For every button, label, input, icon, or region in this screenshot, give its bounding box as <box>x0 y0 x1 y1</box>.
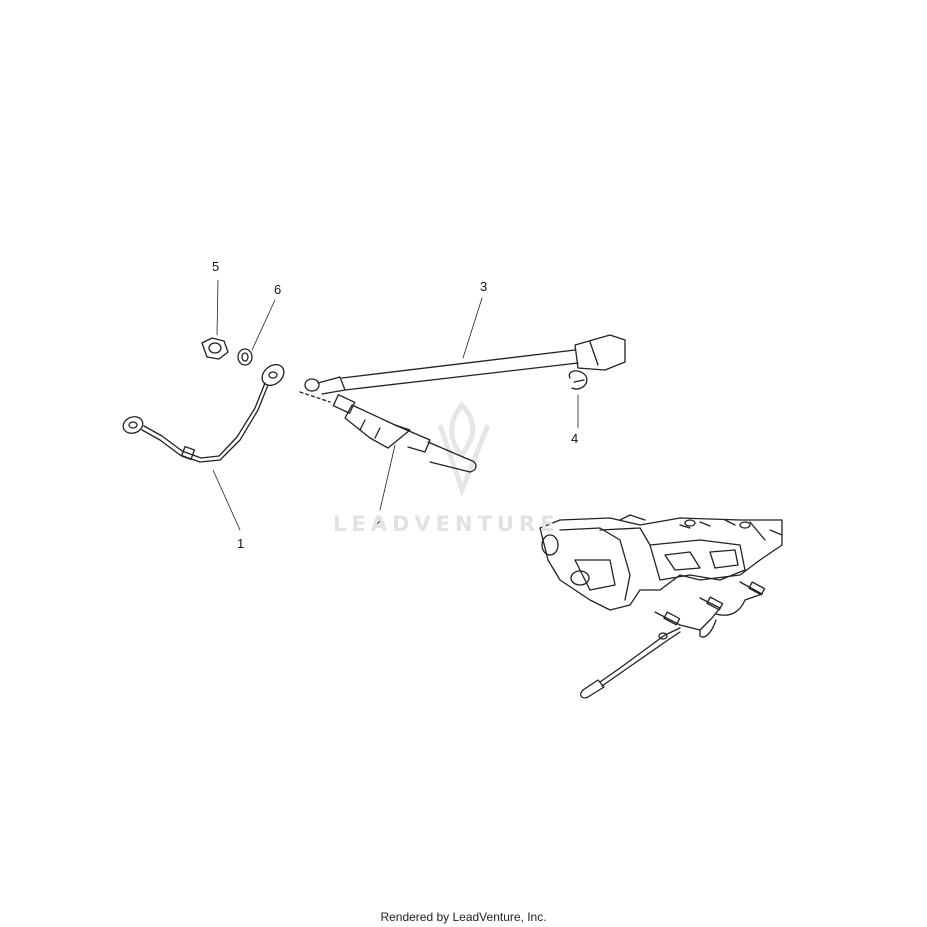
part-5-nut <box>201 337 229 360</box>
footer-credit: Rendered by LeadVenture, Inc. <box>380 910 547 924</box>
part-3-lead-wire <box>304 334 626 395</box>
part-4-clip <box>568 370 588 390</box>
inset-glow-plugs <box>580 581 766 699</box>
part-1-wire-harness <box>122 364 285 463</box>
callout-2: 2 <box>374 515 382 530</box>
watermark-text: LEADVENTURE <box>333 512 560 536</box>
inset-engine-head <box>539 514 783 611</box>
watermark-logo <box>437 401 491 498</box>
callout-4: 4 <box>571 431 579 446</box>
callout-1: 1 <box>237 536 245 551</box>
callout-6: 6 <box>274 282 282 297</box>
callout-5: 5 <box>212 259 220 274</box>
part-2-glow-plug <box>299 391 477 473</box>
callout-3: 3 <box>480 279 488 294</box>
leader-lines <box>212 279 579 531</box>
part-6-washer <box>237 348 253 366</box>
